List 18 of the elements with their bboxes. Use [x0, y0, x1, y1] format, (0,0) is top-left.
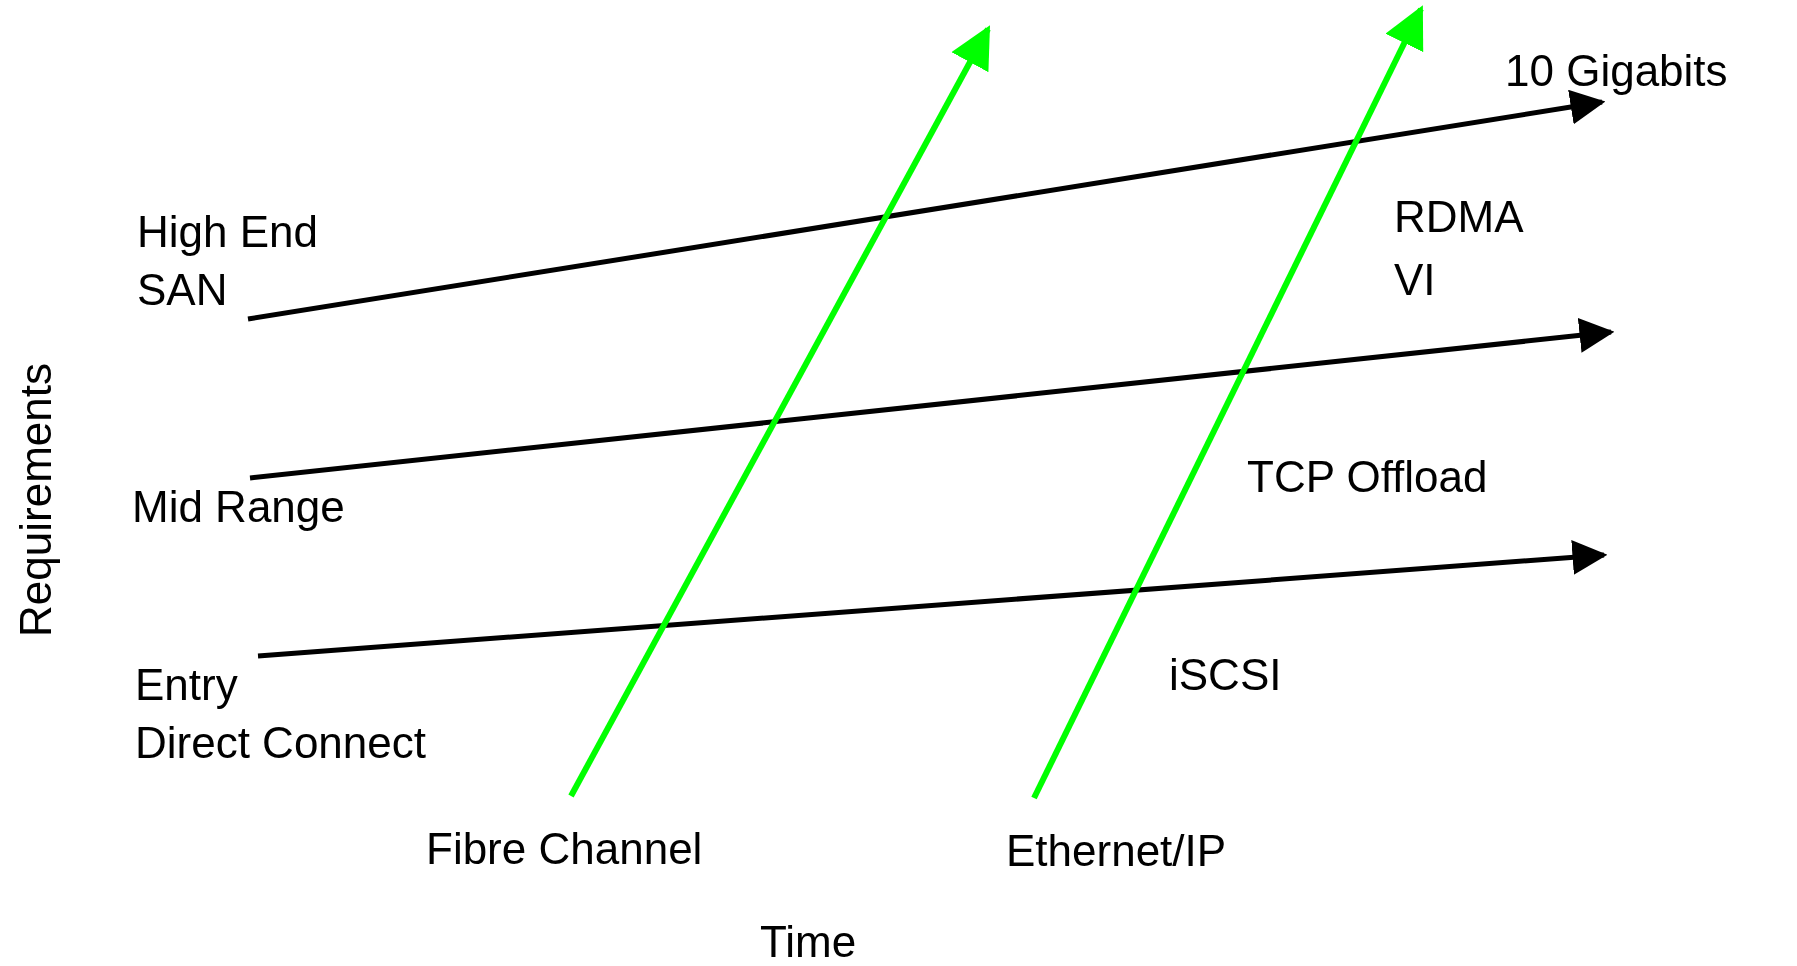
axis-title: Requirements [11, 363, 61, 637]
axis-category-label: Ethernet/IP [1006, 825, 1228, 877]
axis-category-label: Direct Connect [135, 717, 427, 769]
arrow [568, 25, 991, 798]
text-label: TCP Offload [1247, 452, 1488, 502]
axis-category-label: Mid Range [132, 481, 346, 533]
axis-category-label: Fibre Channel [426, 823, 704, 875]
axis-category-label: High End SAN [137, 206, 319, 316]
arrow [249, 317, 1615, 481]
text-label: RDMA [1394, 192, 1524, 242]
arrow [257, 539, 1608, 659]
text-label: Time [760, 917, 857, 966]
arrow [1031, 5, 1424, 800]
text-label: VI [1394, 255, 1436, 305]
axis-category-label: 10 Gigabits [1505, 45, 1729, 97]
text-label: iSCSI [1169, 650, 1282, 700]
axis-category-label: Entry [135, 659, 239, 711]
arrow [247, 89, 1606, 322]
